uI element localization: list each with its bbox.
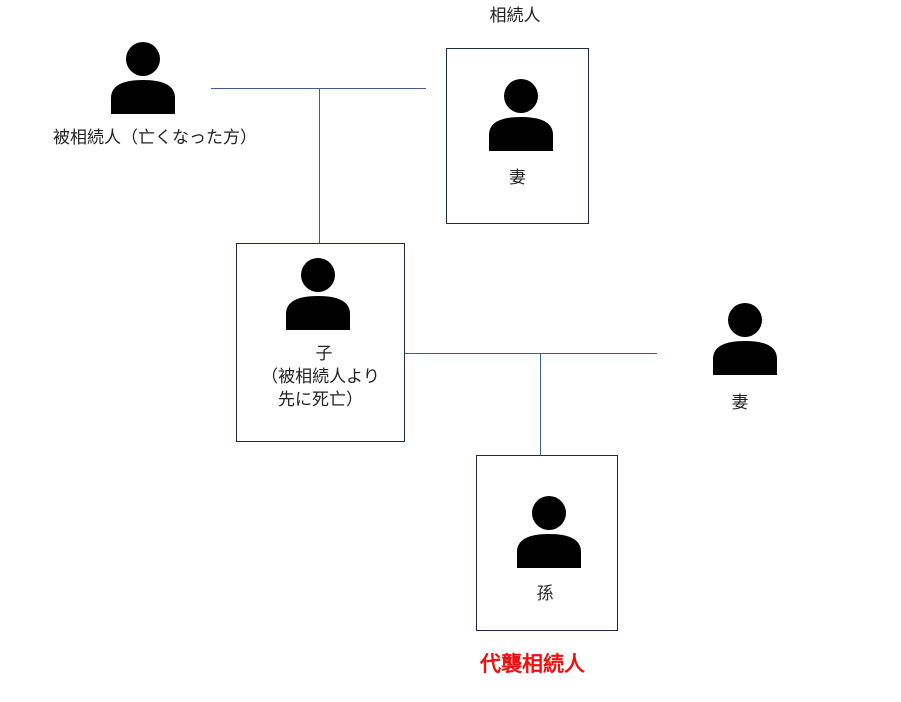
child-spouse-person-icon xyxy=(711,303,779,375)
child-label-line1: 子 xyxy=(315,344,333,364)
child-label-line2: （被相続人より xyxy=(261,367,380,387)
heirs-heading: 相続人 xyxy=(489,6,541,26)
decedent-person-icon xyxy=(109,42,177,114)
grandchild-box: 孫 xyxy=(476,455,618,631)
child-label-line3: 先に死亡） xyxy=(278,390,363,410)
descent-line-to-grandchild xyxy=(540,353,541,455)
marriage-line-child xyxy=(404,353,657,354)
child-person-icon xyxy=(284,258,352,330)
descent-line-to-child xyxy=(319,88,320,243)
decedent-spouse-box: 妻 xyxy=(446,48,589,224)
decedent-spouse-label: 妻 xyxy=(509,168,526,188)
child-box: 子 （被相続人より 先に死亡） xyxy=(236,243,405,442)
marriage-line-decedent xyxy=(211,88,426,89)
decedent-spouse-person-icon xyxy=(487,79,555,151)
substitute-heir-label: 代襲相続人 xyxy=(480,652,585,676)
grandchild-label: 孫 xyxy=(536,584,554,604)
decedent-label: 被相続人（亡くなった方） xyxy=(53,128,257,148)
child-spouse-label: 妻 xyxy=(731,393,749,413)
grandchild-person-icon xyxy=(515,496,583,568)
